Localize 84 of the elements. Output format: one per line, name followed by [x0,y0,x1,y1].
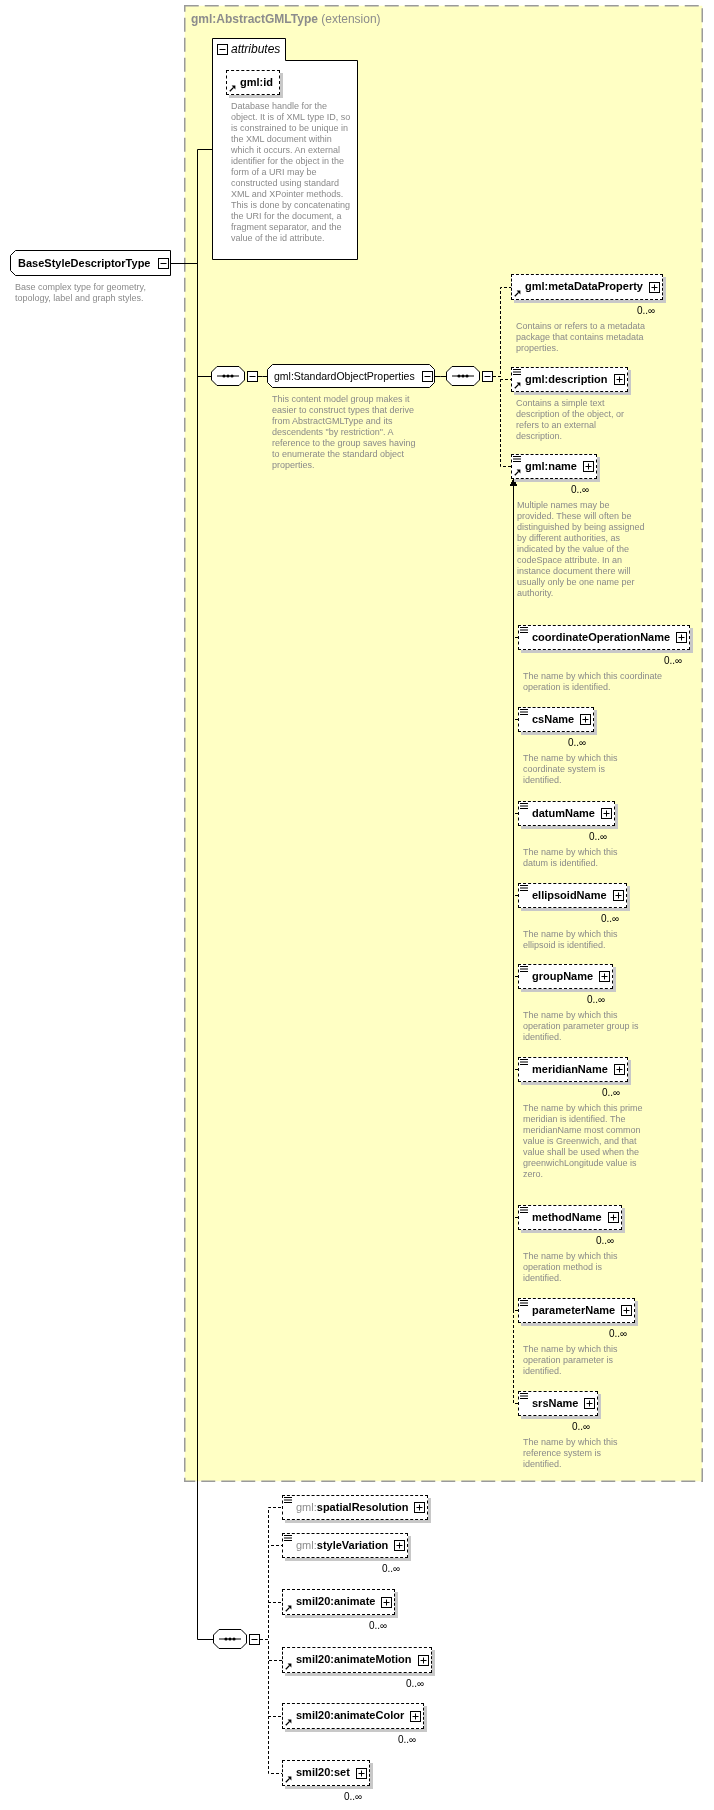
description-text: The name by which this ellipsoid is identified. [523,929,619,951]
element-name: gml:metaDataProperty [525,279,643,294]
attribute-name: gml:id [240,75,273,90]
element-box [511,367,628,392]
description-text: The name by which this reference system is identified. [523,1437,619,1470]
element-name: smil20:animate [296,1594,376,1609]
description-text: The name by which this operation parameter is identified. [523,1344,619,1377]
element-name: smil20:animateMotion [296,1652,412,1667]
cardinality-label: 0..∞ [398,1734,417,1745]
description-text: The name by which this operation method is identified. [523,1251,619,1284]
element-box [282,1495,429,1520]
element-box [518,1298,636,1323]
element-box [518,1205,622,1230]
cardinality-label: 0..∞ [596,1235,615,1246]
description-text: The name by which this prime meridian is identified. The meridianName most common value is Greenwich, and that value shall be used when the greenwichLongitude value is zero. [523,1103,644,1180]
cardinality-label: 0..∞ [568,737,587,748]
description-text: Base complex type for geometry, topology, label and graph styles. [15,282,147,304]
element-box [282,1760,370,1786]
cardinality-label: 0..∞ [344,1791,363,1802]
element-name: gml:styleVariation [296,1538,389,1553]
element-box [282,1533,409,1558]
extension-panel [184,5,703,1482]
element-name: csName [532,712,575,727]
description-text: This content model group makes it easier to construct types that derive from AbstractGMLType and its descendents "by restriction". A reference to the group saves having to enumerate the standard object properties. [272,394,417,471]
group-name: gml:StandardObjectProperties [274,369,415,384]
description-text: Contains or refers to a metadata package that contains metadata properties. [516,321,647,354]
description-text: The name by which this operation parameter group is identified. [523,1010,640,1043]
cardinality-label: 0..∞ [637,305,656,316]
element-name: coordinateOperationName [532,630,671,645]
element-box [511,454,597,479]
element-name: gml:spatialResolution [296,1500,409,1515]
element-name: meridianName [532,1062,608,1077]
panel-title: attributes [231,42,281,56]
sequence-symbol [211,366,258,386]
cardinality-label: 0..∞ [406,1678,425,1689]
element-name: groupName [532,969,594,984]
element-box [518,707,595,732]
element-box [518,1391,599,1416]
attributes-panel [212,38,358,260]
sequence-symbol [213,1629,260,1649]
element-name: gml:name [525,459,577,474]
description-text: Multiple names may be provided. These will often be distinguished by being assigned by different authorities, as indicated by the value of the codeSpace attribute. In an instance document there will usually only be one name per authority. [517,500,645,599]
cardinality-label: 0..∞ [602,1087,621,1098]
element-box [518,1057,628,1082]
group-box [267,364,435,388]
cardinality-label: 0..∞ [382,1563,401,1574]
cardinality-label: 0..∞ [664,655,683,666]
type-box [10,250,171,276]
element-name: methodName [532,1210,602,1225]
cardinality-label: 0..∞ [601,913,620,924]
element-box [511,274,663,300]
cardinality-label: 0..∞ [572,1421,591,1432]
description-text: Database handle for the object. It is of XML type ID, so is constrained to be unique in the XML document within which it occurs. An external identifier for the object in the form of a URI may be constructed using standard XML and XPointer methods. This is done by concatenating the URI for the document, a fragment separator, and the value of the id attribute. [231,101,352,244]
attribute-box [226,70,280,95]
element-box [282,1647,432,1673]
description-text: Contains a simple text description of the object, or refers to an external description. [516,398,626,442]
element-box [282,1703,425,1729]
description-text: The name by which this coordinate system is identified. [523,753,619,786]
element-name: ellipsoidName [532,888,607,903]
cardinality-label: 0..∞ [571,484,590,495]
cardinality-label: 0..∞ [609,1328,628,1339]
connector-line [259,1639,283,1774]
element-name: smil20:animateColor [296,1708,405,1723]
sequence-symbol [446,366,493,386]
element-name: smil20:set [296,1765,350,1780]
element-name: datumName [532,806,595,821]
description-text: The name by which this datum is identified. [523,847,619,869]
element-name: parameterName [532,1303,616,1318]
cardinality-label: 0..∞ [369,1620,388,1631]
cardinality-label: 0..∞ [589,831,608,842]
element-box [518,625,691,650]
description-text: The name by which this coordinate operation is identified. [523,671,664,693]
type-name: BaseStyleDescriptorType [18,256,151,271]
cardinality-label: 0..∞ [587,994,606,1005]
connector-line [434,376,447,377]
element-name: gml:description [525,372,608,387]
element-box [518,964,614,989]
element-box [282,1589,396,1615]
element-box [518,801,615,826]
connector-line [257,376,268,377]
panel-title: gml:AbstractGMLType (extension) [191,12,381,26]
element-name: srsName [532,1396,579,1411]
connector-line [492,376,512,467]
element-box [518,883,627,908]
